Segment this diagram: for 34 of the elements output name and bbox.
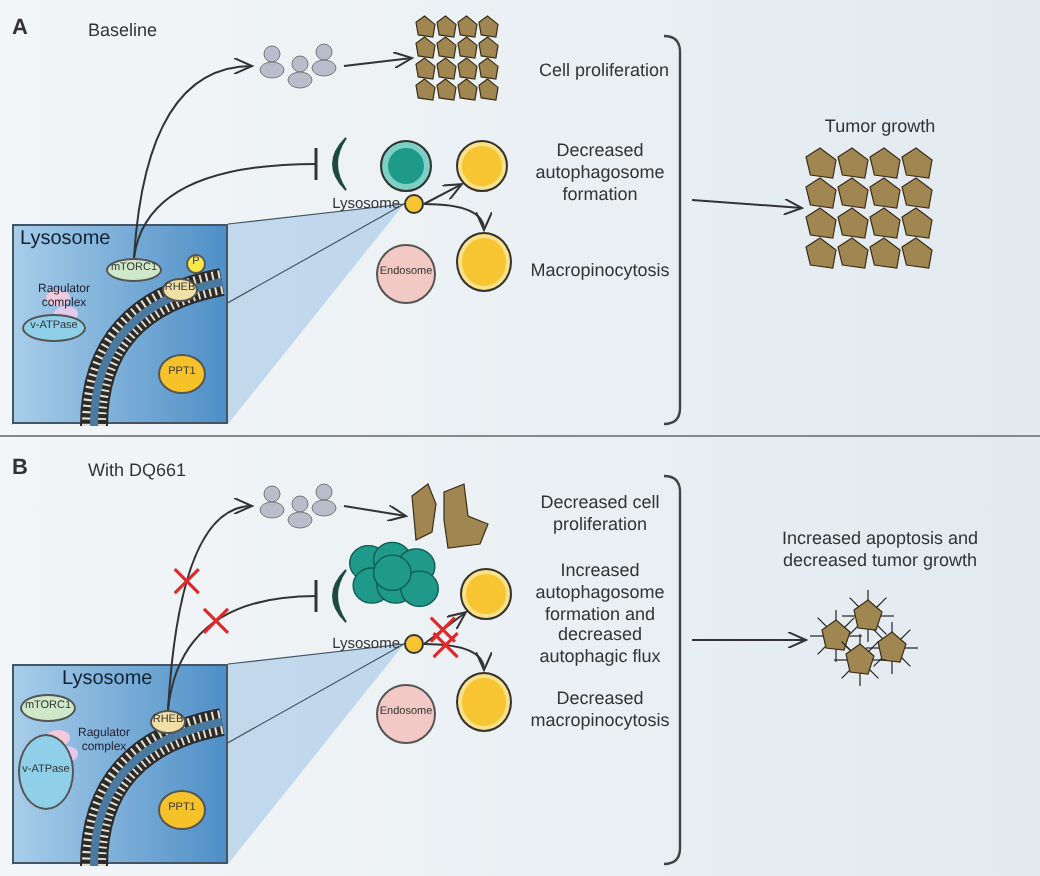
outcome-label: Increased apoptosis and decreased tumor growth <box>779 528 981 572</box>
arrow <box>691 197 803 216</box>
organelle-label: Lysosome <box>20 228 111 250</box>
vesicle-circle <box>456 672 512 732</box>
arrow <box>423 203 492 231</box>
organelle-label: Lysosome <box>62 668 153 690</box>
autophagosome-circle <box>380 140 432 192</box>
vesicle-circle <box>460 568 512 620</box>
condition-label: Baseline <box>88 20 160 42</box>
effect-label: Increased autophagosome formation and decreased autophagic flux <box>533 560 667 668</box>
autophagosome-cluster-drawing <box>348 544 440 608</box>
vesicle-circle <box>456 140 508 192</box>
arrow <box>423 631 492 671</box>
arrow <box>691 631 807 649</box>
vesicle-circle <box>456 232 512 292</box>
effect-label: Decreased autophagosome formation <box>533 140 667 205</box>
arrow <box>167 499 253 711</box>
apoptotic-cell-drawing <box>808 592 924 688</box>
arrow <box>133 58 253 259</box>
effect-label: Decreased cell proliferation <box>538 492 662 536</box>
panel-letter: B <box>12 456 30 483</box>
arrow <box>423 611 467 645</box>
tumor-cell-drawing <box>804 148 932 268</box>
panel-letter: A <box>12 16 30 43</box>
tumor-cell-drawing <box>414 16 498 100</box>
tumor-cell-drawing <box>408 480 492 552</box>
effect-label: Cell proliferation <box>536 60 672 82</box>
arrow <box>343 504 407 523</box>
arrow <box>343 51 413 70</box>
condition-label: With DQ661 <box>88 460 189 482</box>
effect-label: Decreased macropinocytosis <box>528 688 672 732</box>
outcome-label: Tumor growth <box>822 116 938 138</box>
arrow <box>423 183 463 205</box>
effect-label: Macropinocytosis <box>528 260 672 282</box>
